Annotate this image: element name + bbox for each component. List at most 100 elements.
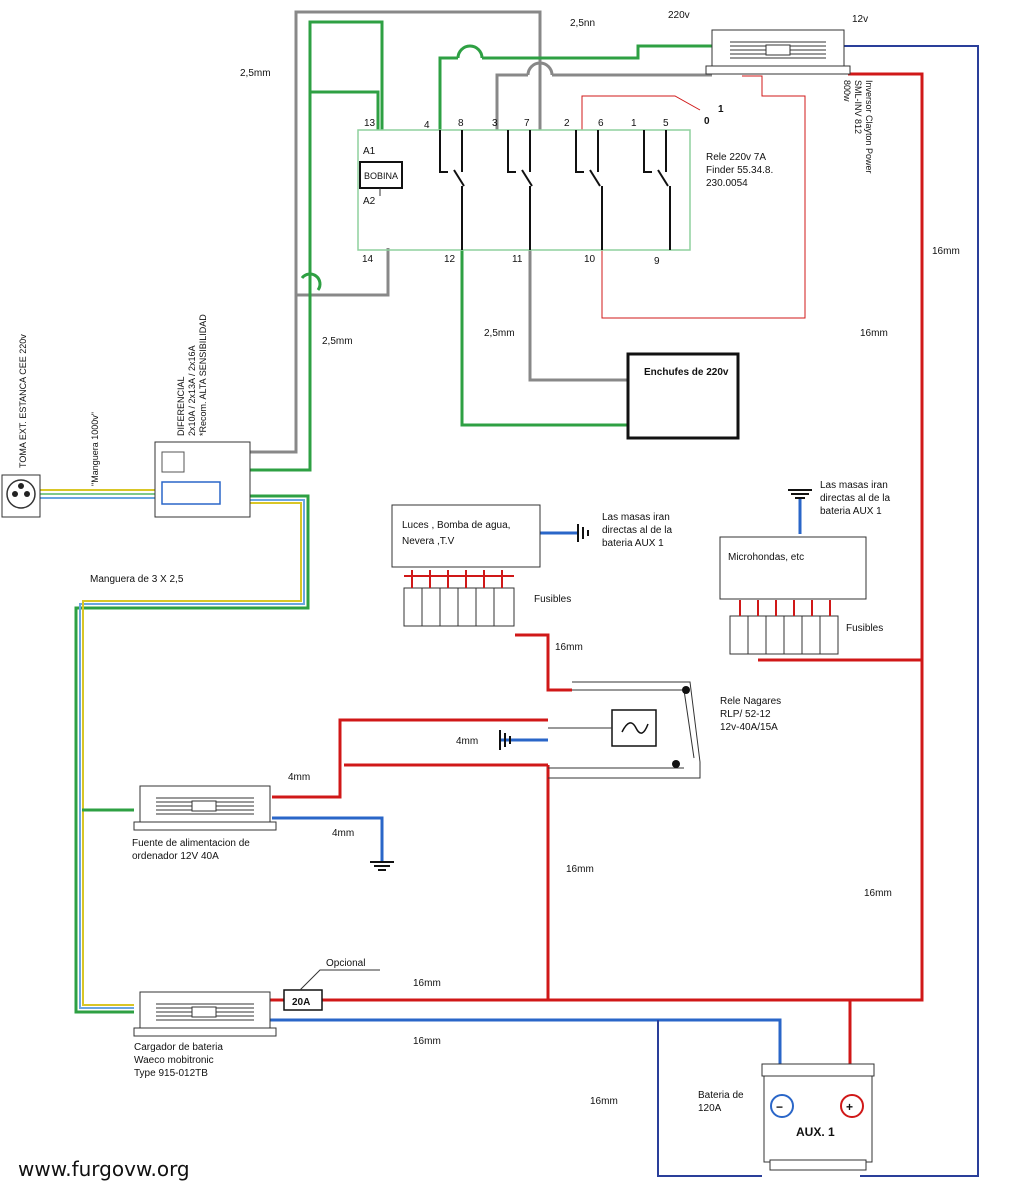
- relay-nagares: Rele Nagares RLP/ 52-12 12v-40A/15A: [499, 681, 784, 779]
- wire-label: 4mm: [288, 772, 310, 783]
- positive-sign: +: [846, 1100, 853, 1114]
- inverter: Inversor Clayton Power SML-INV 812 800w: [705, 29, 874, 176]
- wire-label: 16mm: [413, 1036, 441, 1047]
- coil-label: BOBINA: [364, 171, 398, 181]
- negative-sign: −: [776, 1100, 783, 1114]
- coil-icon: [621, 722, 649, 734]
- wire-label: 16mm: [864, 888, 892, 899]
- inlet-label: TOMA EXT. ESTANCA CEE 220v: [18, 334, 28, 468]
- psu-desc: Fuente de alimentacion de ordenador 12V …: [132, 838, 253, 862]
- loads-left-text: Luces , Bomba de agua, Nevera ,T.V: [402, 520, 513, 547]
- contact-icon: [682, 686, 690, 694]
- pin-8: 8: [458, 118, 464, 129]
- inverter-base: [705, 65, 851, 75]
- wire-label: 16mm: [860, 328, 888, 339]
- positive-wires: [270, 72, 924, 1064]
- pin-1: 1: [631, 118, 637, 129]
- watermark: www.furgovw.org: [18, 1157, 190, 1181]
- loads-left-leads: [411, 570, 503, 588]
- ground-icon: [370, 861, 394, 871]
- relay-pins-top: 13 4 8 3 7 2 6 1 5: [364, 118, 669, 131]
- psu-12v: Fuente de alimentacion de ordenador 12V …: [132, 785, 394, 871]
- ground-icon: [577, 524, 589, 542]
- external-inlet: TOMA EXT. ESTANCA CEE 220v "Manguera 100…: [1, 334, 100, 518]
- inverter-label-plate: [765, 44, 791, 56]
- fuse-20a-label: 20A: [292, 997, 310, 1008]
- battery-desc: Bateria de 120A: [698, 1090, 746, 1114]
- relay-pins-bottom: 14 12 11 10 9: [362, 254, 660, 267]
- pin-6: 6: [598, 118, 604, 129]
- wire-label: 2,5mm: [240, 68, 271, 79]
- sockets-box: [626, 352, 740, 440]
- fuse-20a: 20A Opcional: [283, 958, 380, 1011]
- loads-right-fuses-label: Fusibles: [846, 623, 883, 634]
- battery-body: [763, 1075, 873, 1163]
- wire-label: 220v: [668, 10, 690, 21]
- loads-right: Microhondas, etc Fusibles Las masas iran…: [719, 480, 893, 655]
- wire-label: 16mm: [590, 1096, 618, 1107]
- switch-1: 1: [718, 104, 724, 115]
- charger-base: [133, 1027, 277, 1037]
- relay-contacts: [439, 130, 671, 250]
- coil-a2: A2: [363, 196, 376, 207]
- wire-label: 2,5mm: [484, 328, 515, 339]
- fuse-20a-box: [283, 989, 323, 1011]
- loads-right-fusebox: [729, 615, 839, 655]
- psu-base: [133, 821, 277, 831]
- pin-12: 12: [444, 254, 456, 265]
- negative-wires: [270, 498, 802, 1064]
- relay-body: [357, 129, 691, 251]
- battery-charger: Cargador de bateria Waeco mobitronic Typ…: [133, 991, 277, 1079]
- inlet-socket-icon: [6, 479, 36, 509]
- pin-5: 5: [663, 118, 669, 129]
- coil-a1: A1: [363, 146, 376, 157]
- sockets-label: Enchufes de 220v: [644, 367, 729, 378]
- pin-14: 14: [362, 254, 374, 265]
- loads-right-text: Microhondas, etc: [728, 552, 804, 563]
- wire-label: 16mm: [413, 978, 441, 989]
- pin-2: 2: [564, 118, 570, 129]
- nagares-desc: Rele Nagares RLP/ 52-12 12v-40A/15A: [720, 696, 784, 733]
- wire-label: 2,5mm: [322, 336, 353, 347]
- neutral-wires: [250, 20, 712, 472]
- pin-10: 10: [584, 254, 596, 265]
- battery-label: AUX. 1: [796, 1125, 835, 1139]
- hose-3x25-label: Manguera de 3 X 2,5: [90, 574, 184, 585]
- sockets-220v: Enchufes de 220v: [626, 352, 740, 440]
- pin-4: 4: [424, 120, 430, 131]
- wire-label: 16mm: [555, 642, 583, 653]
- pin-13: 13: [364, 118, 376, 129]
- battery-aux1: − + AUX. 1 Bateria de 120A: [698, 1063, 875, 1171]
- switch-0: 0: [704, 116, 710, 127]
- hose-3x25-cable: [74, 494, 310, 1014]
- relay-coil-box: [611, 709, 657, 747]
- mains-cable: [40, 489, 155, 499]
- inverter-desc: Inversor Clayton Power SML-INV 812 800w: [842, 80, 874, 176]
- loads-right-ground-note: Las masas iran directas al de la bateria…: [820, 480, 893, 517]
- relay-220v: 13 4 8 3 7 2 6 1 5 14 12 11 10 9 A1 A2 B…: [357, 104, 776, 267]
- loads-left-fusebox: [403, 587, 515, 627]
- charger-desc: Cargador de bateria Waeco mobitronic Typ…: [134, 1042, 226, 1079]
- loads-left-fuses-label: Fusibles: [534, 594, 571, 605]
- relay-desc: Rele 220v 7A Finder 55.34.8. 230.0054: [706, 152, 776, 189]
- pin-9: 9: [654, 256, 660, 267]
- pin-11: 11: [512, 254, 523, 265]
- wire-label: 4mm: [456, 736, 478, 747]
- phase-wires: [250, 10, 712, 454]
- pin-7: 7: [524, 118, 530, 129]
- wire-label: 16mm: [932, 246, 960, 257]
- wire-label: 2,5nn: [570, 18, 595, 29]
- positive-terminal-icon: [840, 1094, 864, 1118]
- negative-terminal-icon: [770, 1094, 794, 1118]
- loads-right-box: [719, 536, 867, 600]
- loads-left-ground-note: Las masas iran directas al de la bateria…: [602, 512, 675, 549]
- wire-label: 4mm: [332, 828, 354, 839]
- inlet-hose-label: "Manguera 1000v": [90, 412, 100, 486]
- pin-3: 3: [492, 118, 498, 129]
- ground-icon: [499, 730, 511, 750]
- contact-icon: [672, 760, 680, 768]
- differential: DIFERENCIAL 2x10A / 2x13A / 2x16A *Recom…: [154, 314, 251, 518]
- wire-labels: 2,5mm 2,5nn 220v 12v 2,5mm 2,5mm 16mm 16…: [240, 10, 960, 1107]
